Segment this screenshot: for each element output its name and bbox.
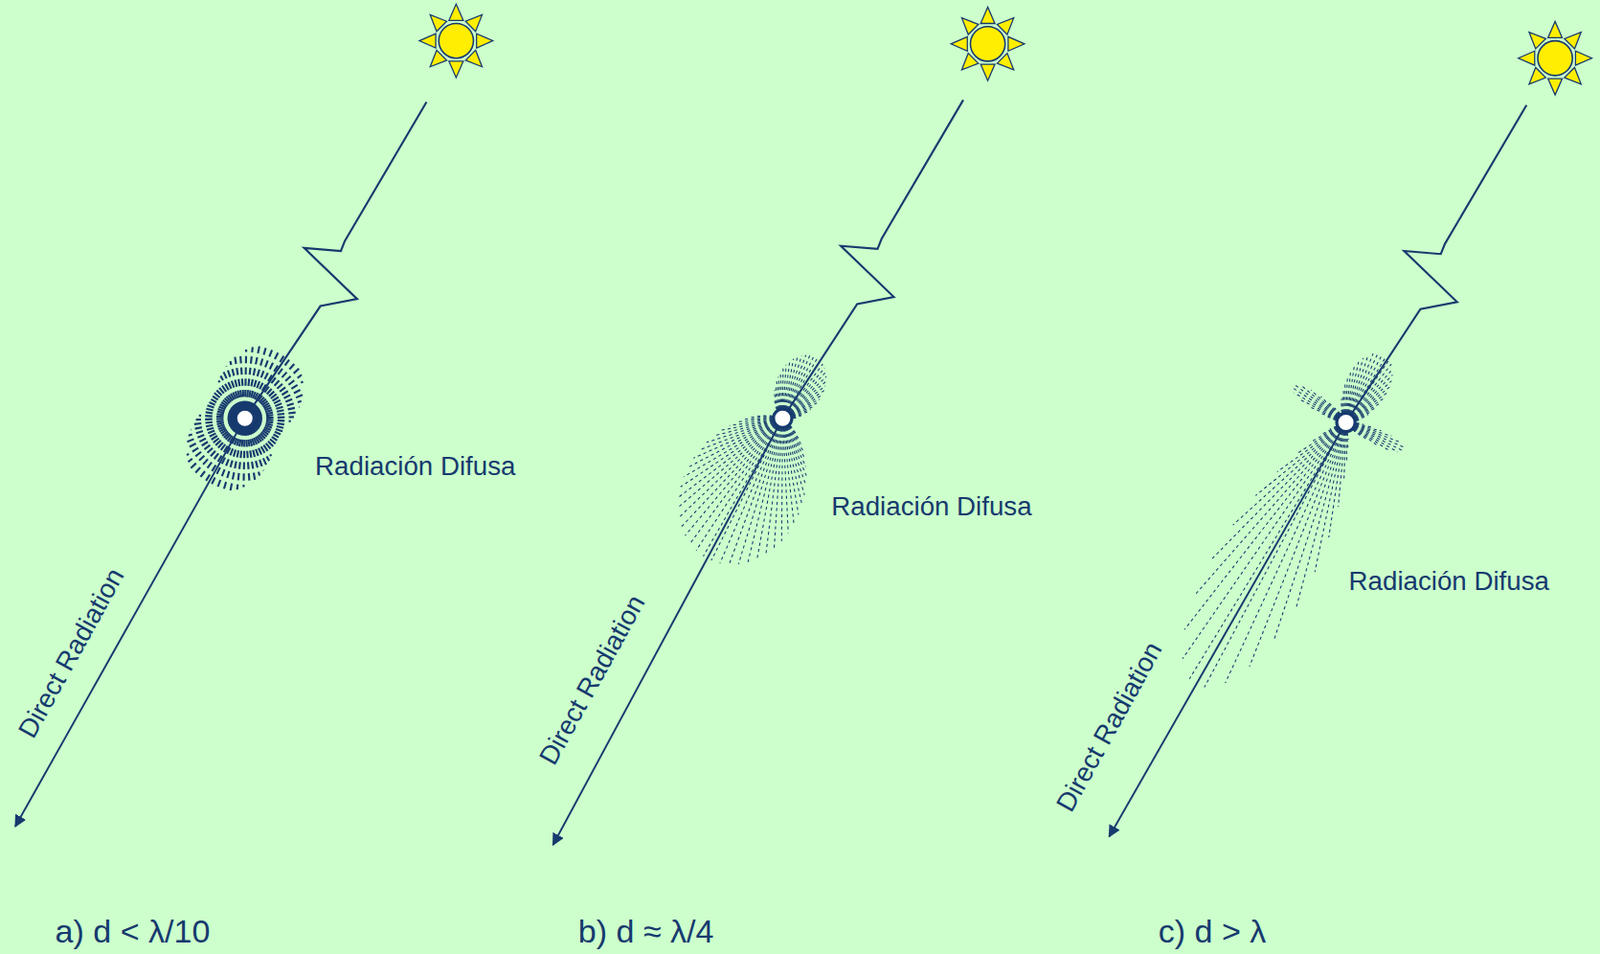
sun-icon (950, 6, 1025, 81)
sun-icon (1518, 21, 1593, 95)
direct-label: Direct Radiation (534, 590, 650, 769)
scattering-panel (553, 6, 1025, 845)
direct-ray-arrow (1108, 422, 1346, 836)
particle (235, 408, 254, 428)
diffuse-label: Radiación Difusa (831, 493, 1032, 520)
particle (773, 408, 792, 428)
diffuse-label: Radiación Difusa (315, 452, 516, 480)
case-caption: a) d < λ/10 (55, 914, 211, 947)
particle (1336, 412, 1355, 431)
scattering-panel (15, 3, 494, 827)
direct-label: Direct Radiation (14, 563, 130, 743)
sun-icon (419, 3, 494, 78)
diffuse-scattering-pattern (677, 355, 827, 565)
direct-label: Direct Radiation (1052, 637, 1168, 816)
diffuse-scattering-pattern (1182, 353, 1405, 688)
incident-ray (782, 99, 964, 418)
incident-ray (245, 102, 428, 419)
direct-ray-arrow (553, 418, 784, 845)
diffuse-scattering-pattern (186, 345, 304, 491)
case-caption: c) d > λ (1158, 914, 1267, 947)
case-caption: b) d ≈ λ/4 (578, 914, 715, 947)
scattering-panel (1108, 21, 1592, 836)
direct-ray-arrow (15, 418, 246, 827)
diffuse-label: Radiación Difusa (1349, 567, 1550, 595)
incident-ray (1346, 105, 1528, 423)
